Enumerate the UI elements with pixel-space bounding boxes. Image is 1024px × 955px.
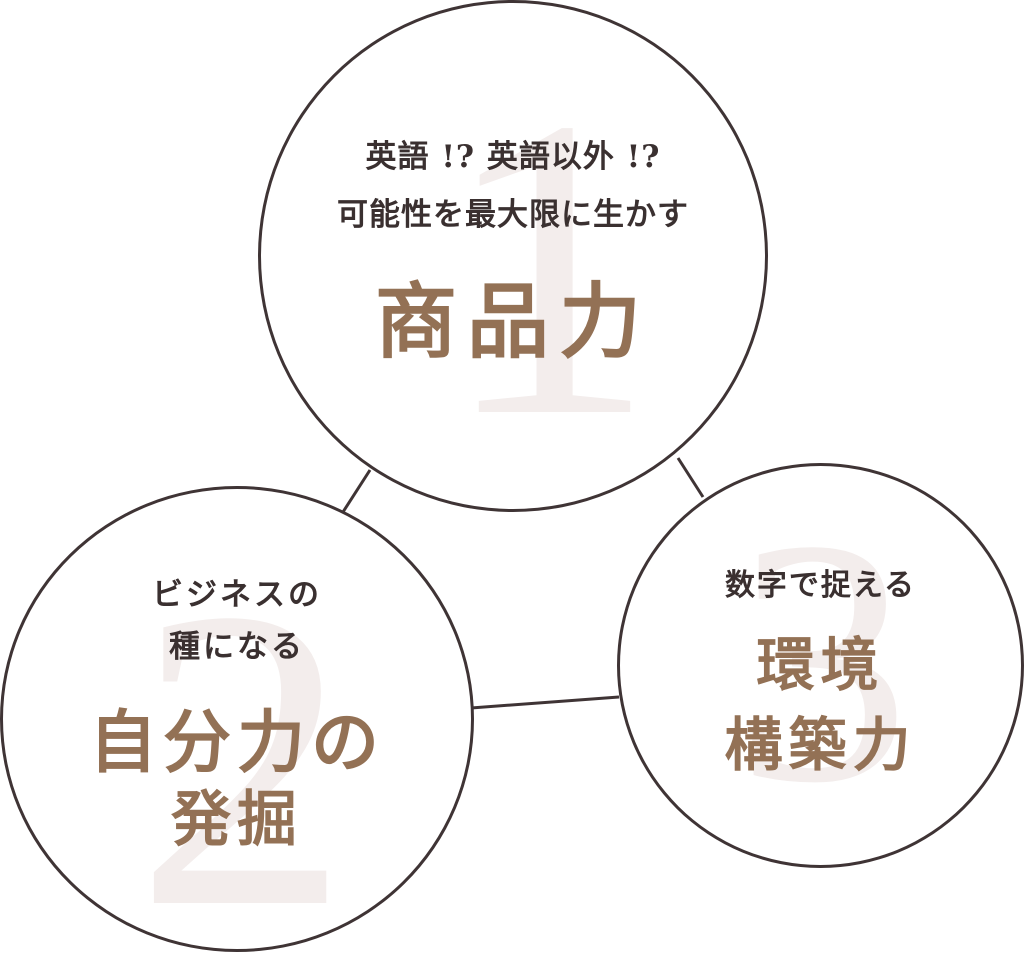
circle-content: 英語 !? 英語以外 !? 可能性を最大限に生かす 商品力: [261, 3, 765, 509]
circle-title: 発掘: [171, 785, 303, 855]
circle-title: 商品力: [374, 274, 651, 370]
connector-2-3: [470, 695, 620, 710]
subtitle-line: 英語 !? 英語以外 !?: [365, 139, 661, 175]
numeral-watermark: 3: [735, 467, 910, 855]
subtitle-line: 種になる: [169, 629, 305, 665]
circle-product-power: 1 英語 !? 英語以外 !? 可能性を最大限に生かす 商品力: [258, 0, 768, 512]
circle-content: 数字で捉える 環境 構築力: [620, 466, 1021, 865]
circle-environment-building: 3 数字で捉える 環境 構築力: [617, 463, 1024, 868]
numeral-watermark: 1: [441, 30, 656, 506]
numeral-watermark: 2: [135, 521, 350, 952]
subtitle-line: 数字で捉える: [724, 568, 917, 603]
circle-title: 環境: [756, 631, 885, 699]
circle-title: 自分力の: [88, 703, 385, 783]
circle-self-discovery: 2 ビジネスの 種になる 自分力の 発掘: [0, 486, 474, 952]
subtitle-line: ビジネスの: [152, 577, 322, 613]
circle-content: ビジネスの 種になる 自分力の 発掘: [3, 489, 471, 949]
subtitle-line: 可能性を最大限に生かす: [337, 197, 689, 233]
connector-1-3: [676, 457, 705, 498]
circle-title: 構築力: [724, 711, 917, 779]
connector-1-2: [341, 469, 372, 513]
